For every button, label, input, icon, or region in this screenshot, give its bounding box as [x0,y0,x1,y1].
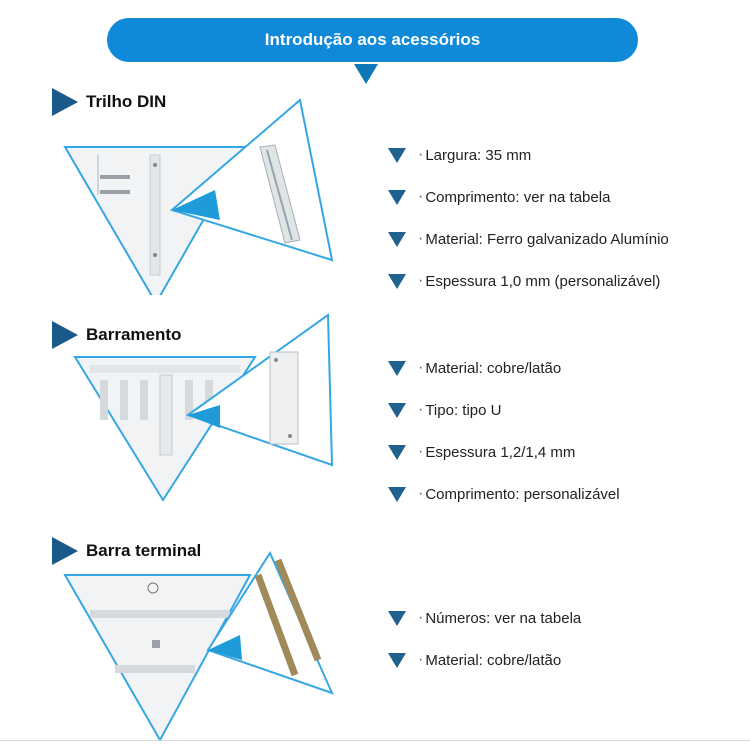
banner-pointer-icon [354,64,378,84]
play-arrow-icon [52,88,78,116]
spec-text: Comprimento: personalizável [425,485,620,503]
spec-item: · Comprimento: personalizável [388,473,620,515]
down-arrow-icon [388,189,406,205]
play-arrow-icon [52,537,78,565]
spec-text: Material: cobre/latão [425,651,562,669]
spec-text: Espessura 1,2/1,4 mm [425,443,576,461]
spec-item: · Material: Ferro galvanizado Alumínio [388,218,669,260]
din-rail-spec-list: · Largura: 35 mm · Comprimento: ver na t… [388,134,669,302]
section-heading-terminal-bar: Barra terminal [52,536,201,566]
bottom-divider [0,740,750,741]
down-arrow-icon [388,402,406,418]
busbar-illustration [60,310,350,510]
spec-item: · Largura: 35 mm [388,134,669,176]
din-rail-illustration [60,95,350,295]
spec-item: · Números: ver na tabela [388,597,581,639]
spec-text: Comprimento: ver na tabela [425,188,611,206]
terminal-bar-illustration [60,545,350,745]
spec-item: · Material: cobre/latão [388,347,620,389]
section-heading-busbar: Barramento [52,320,181,350]
spec-text: Tipo: tipo U [425,401,502,419]
down-arrow-icon [388,273,406,289]
spec-text: Espessura 1,0 mm (personalizável) [425,272,661,290]
spec-text: Números: ver na tabela [425,609,582,627]
spec-text: Largura: 35 mm [425,146,532,164]
section-title: Trilho DIN [86,92,167,111]
spec-item: · Material: cobre/latão [388,639,581,681]
down-arrow-icon [388,610,406,626]
spec-text: Material: Ferro galvanizado Alumínio [425,230,669,248]
section-title: Barra terminal [86,541,202,560]
down-arrow-icon [388,231,406,247]
section-title: Barramento [86,325,182,344]
spec-item: · Tipo: tipo U [388,389,620,431]
spec-text: Material: cobre/latão [425,359,562,377]
spec-item: · Espessura 1,0 mm (personalizável) [388,260,669,302]
down-arrow-icon [388,360,406,376]
down-arrow-icon [388,147,406,163]
banner-title: Introdução aos acessórios [264,30,481,49]
busbar-spec-list: · Material: cobre/latão · Tipo: tipo U ·… [388,347,620,515]
section-heading-din-rail: Trilho DIN [52,87,166,117]
play-arrow-icon [52,321,78,349]
terminal-bar-spec-list: · Números: ver na tabela · Material: cob… [388,597,581,681]
spec-item: · Comprimento: ver na tabela [388,176,669,218]
down-arrow-icon [388,444,406,460]
down-arrow-icon [388,652,406,668]
down-arrow-icon [388,486,406,502]
section-banner: Introdução aos acessórios [107,18,638,62]
spec-item: · Espessura 1,2/1,4 mm [388,431,620,473]
